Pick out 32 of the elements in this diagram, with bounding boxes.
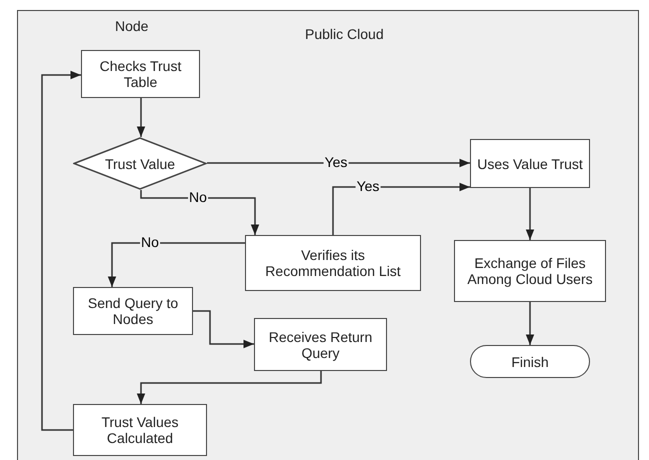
node-text: Receives Return Query [268,328,374,360]
edge-label: Yes [324,155,348,170]
arrow [207,158,470,168]
section-label: Public Cloud [305,26,384,42]
arrow [526,302,534,345]
arrow [136,98,146,137]
arrow [526,188,534,240]
node-text: Checks Trust Table [98,58,182,90]
process-box [73,404,207,456]
process-box [254,318,387,371]
process-box [245,235,421,291]
node-text: Verifies its Recommendation List [264,247,402,279]
node-text: Trust Value [104,156,176,172]
node-text: Send Query to Nodes [86,295,180,327]
arrow [41,70,81,431]
section-label: Node [115,18,148,34]
edge-label: Yes [356,179,380,194]
node-text: Finish [511,354,549,370]
arrow [108,242,245,287]
edge-label: No [140,235,160,250]
decision-diamond [73,137,207,190]
process-box [454,240,606,302]
arrow [193,310,254,348]
arrow [136,371,322,404]
node-text: Trust Values Calculated [100,414,180,446]
process-box [470,139,590,188]
edge-label: No [188,190,208,205]
node-text: Exchange of Files Among Cloud Users [466,255,594,287]
arrow [140,190,260,235]
node-text: Uses Value Trust [477,156,583,172]
process-box [73,287,193,335]
process-box [81,50,200,98]
